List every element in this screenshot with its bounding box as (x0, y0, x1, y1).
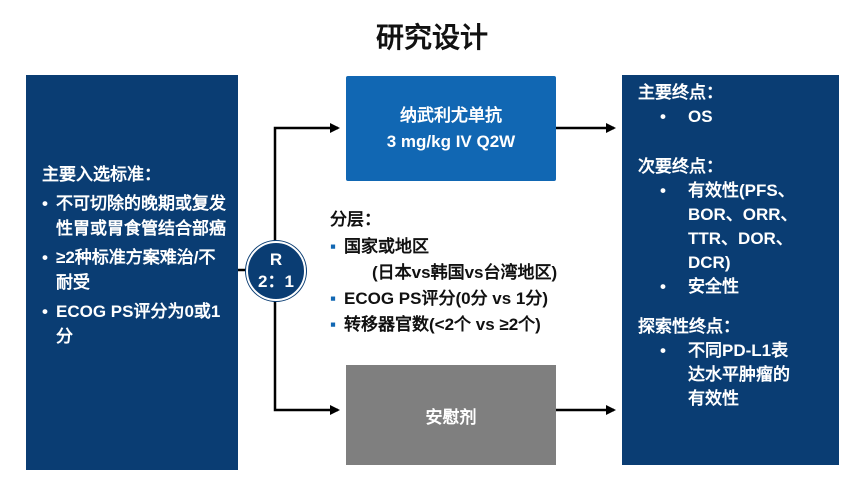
endpoint-item: • 安全性 (638, 275, 833, 299)
endpoint-line: 有效性(PFS、 (688, 181, 795, 200)
bullet-icon: • (660, 277, 666, 296)
endpoint-line: BOR、ORR、 (688, 205, 798, 224)
arrow-to-drug-arm (273, 123, 340, 270)
endpoints-box: 主要终点： • OS 次要终点： • 有效性(PFS、 BOR、ORR、 TTR… (622, 75, 839, 465)
randomization-circle: R 2：1 (246, 241, 306, 301)
inclusion-item: • 不可切除的晚期或复发性胃或胃食管结合部癌 (42, 191, 230, 241)
stratification-item-text: ECOG PS评分(0分 vs 1分) (344, 289, 549, 308)
bullet-icon: • (660, 181, 666, 200)
bullet-icon: • (42, 248, 48, 267)
stratification-item: ▪ 转移器官数(<2个 vs ≥2个) (330, 312, 610, 338)
arrow-to-placebo-arm (273, 297, 340, 415)
bullet-icon: • (42, 302, 48, 321)
endpoint-line: TTR、DOR、 (688, 229, 793, 248)
stratification-item: ▪ 国家或地区 (330, 234, 610, 260)
drug-arm-box: 纳武利尤单抗 3 mg/kg IV Q2W (346, 76, 556, 181)
bullet-icon: • (42, 194, 48, 213)
inclusion-item-text: ECOG PS评分为0或1分 (56, 302, 221, 346)
inclusion-item-text: ≥2种标准方案难治/不耐受 (56, 248, 216, 292)
endpoint-line: 达水平肿瘤的 (688, 365, 790, 384)
secondary-endpoint-heading: 次要终点： (638, 157, 723, 176)
bullet-icon: ▪ (330, 289, 337, 308)
bullet-icon: • (660, 107, 666, 126)
bullet-icon: ▪ (330, 315, 337, 334)
endpoint-line: DCR) (688, 253, 731, 272)
inclusion-item: • ≥2种标准方案难治/不耐受 (42, 245, 230, 295)
stratification-item: ▪ ECOG PS评分(0分 vs 1分) (330, 286, 610, 312)
endpoint-item-text: 不同PD-L1表 达水平肿瘤的 有效性 (688, 339, 790, 411)
bullet-icon: • (660, 341, 666, 360)
placebo-arm-box: 安慰剂 (346, 365, 556, 465)
randomization-ratio: 2：1 (258, 272, 294, 291)
inclusion-item-text: 不可切除的晚期或复发性胃或胃食管结合部癌 (56, 194, 226, 238)
inclusion-heading: 主要入选标准： (42, 165, 161, 184)
drug-dose: 3 mg/kg IV Q2W (386, 131, 516, 151)
inclusion-item: • ECOG PS评分为0或1分 (42, 299, 230, 349)
primary-endpoint-heading: 主要终点： (638, 83, 723, 102)
drug-name: 纳武利尤单抗 (400, 105, 502, 125)
endpoint-line: 不同PD-L1表 (688, 341, 789, 360)
stratification-item-text: 转移器官数(<2个 vs ≥2个) (344, 315, 541, 334)
endpoint-item: • 不同PD-L1表 达水平肿瘤的 有效性 (638, 339, 833, 411)
stratification-item-detail: (日本vs韩国vs台湾地区) (372, 263, 558, 282)
stratification-block: 分层： ▪ 国家或地区 (日本vs韩国vs台湾地区) ▪ ECOG PS评分(0… (330, 208, 610, 338)
stratification-heading: 分层： (330, 210, 381, 229)
exploratory-endpoint-heading: 探索性终点： (638, 317, 740, 336)
endpoint-item-text: 安全性 (688, 277, 739, 296)
bullet-icon: ▪ (330, 237, 337, 256)
inclusion-criteria-box: 主要入选标准： • 不可切除的晚期或复发性胃或胃食管结合部癌 • ≥2种标准方案… (26, 75, 238, 470)
stratification-item-text: 国家或地区 (344, 237, 429, 256)
endpoint-line: 有效性 (688, 389, 739, 408)
page-title: 研究设计 (375, 22, 488, 53)
placebo-label: 安慰剂 (425, 407, 477, 427)
endpoint-item: • OS (638, 105, 833, 129)
randomization-label: R (269, 250, 283, 269)
endpoint-item-text: 有效性(PFS、 BOR、ORR、 TTR、DOR、 DCR) (688, 179, 798, 275)
endpoint-item-text: OS (688, 107, 713, 126)
endpoint-item: • 有效性(PFS、 BOR、ORR、 TTR、DOR、 DCR) (638, 179, 833, 275)
